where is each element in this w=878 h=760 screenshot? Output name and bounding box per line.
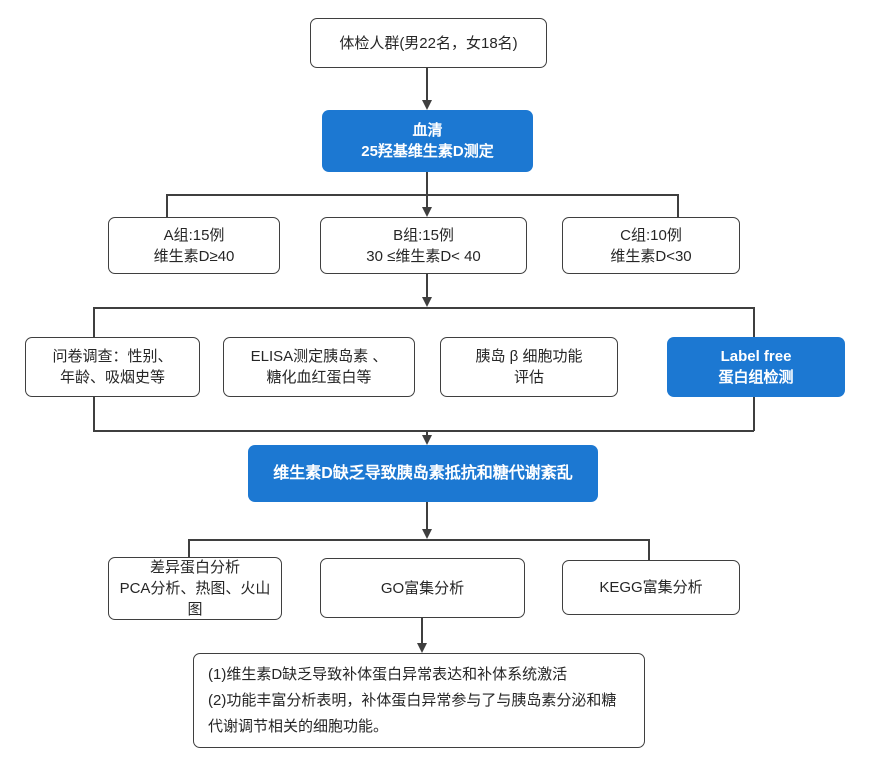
arrowhead-down	[422, 207, 432, 217]
connector-line	[677, 194, 679, 218]
node-elisa-line1: ELISA测定胰岛素 、	[250, 348, 388, 365]
node-diff-protein-line1: 差异蛋白分析	[149, 559, 240, 576]
node-group-b: B组:15例 30 ≤维生素D< 40	[320, 217, 527, 274]
arrowhead-down	[422, 100, 432, 110]
connector-line	[426, 172, 428, 195]
arrowhead-down	[422, 435, 432, 445]
node-label-free-line2: 蛋白组检测	[718, 369, 794, 386]
node-serum-test: 血清 25羟基维生素D测定	[322, 110, 533, 172]
node-final-conclusion-line1: (1)维生素D缺乏导致补体蛋白异常表达和补体系统激活	[208, 666, 568, 683]
connector-line	[188, 539, 190, 558]
node-diff-protein-line2: PCA分析、热图、火山图	[119, 580, 271, 618]
arrowhead-down	[422, 529, 432, 539]
node-beta-cell: 胰岛 β 细胞功能 评估	[440, 337, 618, 397]
connector-line	[426, 68, 428, 101]
connector-line	[93, 307, 754, 309]
node-questionnaire-line2: 年龄、吸烟史等	[59, 369, 165, 386]
node-beta-cell-line1: 胰岛 β 细胞功能	[475, 348, 583, 365]
node-serum-line1: 血清	[412, 122, 443, 139]
node-elisa-line2: 糖化血红蛋白等	[266, 369, 372, 386]
connector-line	[426, 274, 428, 298]
node-final-conclusion-line2: (2)功能丰富分析表明，补体蛋白异常参与了与胰岛素分泌和糖代谢调节相关的细胞功能…	[208, 692, 617, 735]
node-beta-cell-line2: 评估	[513, 369, 544, 386]
connector-line	[188, 539, 650, 541]
node-mid-conclusion: 维生素D缺乏导致胰岛素抵抗和糖代谢紊乱	[248, 445, 598, 502]
node-group-c-line1: C组:10例	[620, 226, 682, 244]
arrowhead-down	[422, 297, 432, 307]
node-mid-conclusion-text: 维生素D缺乏导致胰岛素抵抗和糖代谢紊乱	[273, 465, 573, 482]
node-final-conclusion: (1)维生素D缺乏导致补体蛋白异常表达和补体系统激活 (2)功能丰富分析表明，补…	[193, 653, 645, 748]
node-group-a-line2: 维生素D≥40	[153, 247, 235, 265]
connector-line	[166, 194, 678, 196]
node-kegg-enrichment: KEGG富集分析	[562, 560, 740, 615]
node-group-c: C组:10例 维生素D<30	[562, 217, 740, 274]
node-group-a-line1: A组:15例	[163, 226, 225, 244]
node-questionnaire: 问卷调查：性别、 年龄、吸烟史等	[25, 337, 200, 397]
node-serum-line2: 25羟基维生素D测定	[361, 143, 494, 160]
connector-line	[93, 307, 95, 338]
node-population-text: 体检人群(男22名，女18名)	[339, 34, 518, 52]
node-kegg-enrichment-text: KEGG富集分析	[599, 579, 703, 596]
connector-line	[426, 502, 428, 530]
node-group-b-line1: B组:15例	[393, 226, 454, 244]
arrowhead-down	[417, 643, 427, 653]
connector-line	[93, 397, 95, 431]
connector-line	[421, 618, 423, 644]
connector-line	[426, 430, 428, 436]
connector-line	[648, 539, 650, 560]
node-diff-protein: 差异蛋白分析 PCA分析、热图、火山图	[108, 557, 282, 620]
node-questionnaire-line1: 问卷调查：性别、	[52, 348, 173, 365]
node-population: 体检人群(男22名，女18名)	[310, 18, 547, 68]
node-go-enrichment: GO富集分析	[320, 558, 525, 618]
connector-line	[166, 194, 168, 218]
node-group-a: A组:15例 维生素D≥40	[108, 217, 280, 274]
node-go-enrichment-text: GO富集分析	[380, 579, 465, 597]
connector-line	[426, 194, 428, 208]
connector-line	[753, 397, 755, 431]
connector-line	[93, 430, 754, 432]
node-label-free-line1: Label free	[720, 348, 792, 365]
connector-line	[753, 307, 755, 338]
node-group-c-line2: 维生素D<30	[610, 247, 692, 265]
node-group-b-line2: 30 ≤维生素D< 40	[366, 247, 481, 265]
node-label-free: Label free 蛋白组检测	[667, 337, 845, 397]
node-elisa: ELISA测定胰岛素 、 糖化血红蛋白等	[223, 337, 415, 397]
